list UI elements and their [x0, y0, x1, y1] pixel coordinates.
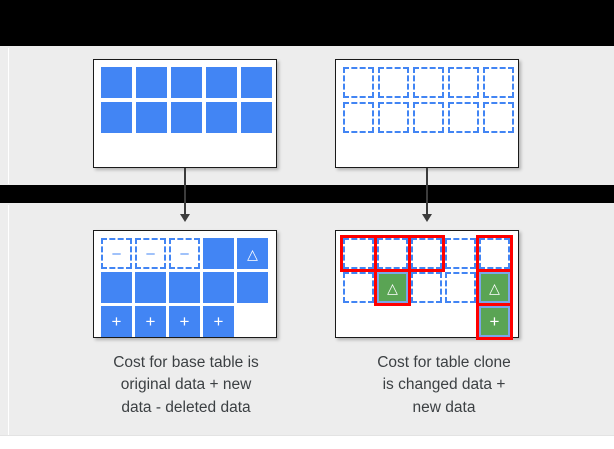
table-cell-solid — [171, 67, 202, 98]
left-divider-bottom — [8, 205, 9, 435]
table-cell-empty — [237, 306, 268, 337]
table-cell-solid — [241, 67, 272, 98]
table-cell-solid: + — [101, 306, 132, 337]
caption-line: Cost for table clone — [377, 354, 511, 371]
arrow-clone-table-shaft — [426, 168, 428, 216]
arrow-base-table-head — [180, 214, 190, 222]
arrow-base-table-shaft — [184, 168, 186, 216]
table-cell-dashed — [343, 67, 374, 98]
table-cell-dashed-changed — [340, 235, 377, 272]
table-cell-dashed — [413, 102, 444, 133]
table-cell-dashed — [411, 272, 442, 303]
table-cell-solid — [171, 102, 202, 133]
table-cell-solid — [101, 67, 132, 98]
table-cell-dashed: – — [169, 238, 200, 269]
table-cell-solid — [237, 272, 268, 303]
table-cell-dashed — [445, 272, 476, 303]
table-cell-empty — [343, 306, 374, 337]
table-cell-dashed-changed — [476, 235, 513, 272]
clone-table-after-grid: △ △ + — [340, 235, 513, 340]
caption-line: new data — [412, 398, 476, 416]
table-cell-green-changed: △ — [374, 269, 411, 306]
table-cell-solid: + — [203, 306, 234, 337]
table-cell-solid — [206, 102, 237, 133]
table-cell-dashed-changed — [408, 235, 445, 272]
clone-table-caption: Cost for table clone is changed data + new… — [330, 352, 558, 419]
table-cell-dashed: – — [135, 238, 166, 269]
caption-line: Cost for base table is — [113, 354, 259, 371]
caption-line: original data + new — [120, 376, 252, 394]
table-cell-dashed — [445, 238, 476, 269]
plus-icon: + — [111, 312, 122, 331]
arrow-clone-table-head — [422, 214, 432, 222]
table-cell-solid: + — [135, 306, 166, 337]
table-cell-solid — [136, 67, 167, 98]
table-cell-dashed — [378, 67, 409, 98]
base-table-caption: Cost for base table is original data + ne… — [72, 352, 300, 419]
delta-icon: △ — [489, 279, 500, 296]
clone-table-after: △ △ + — [335, 230, 519, 340]
delta-icon: △ — [247, 245, 258, 262]
table-cell-dashed — [483, 102, 514, 133]
table-cell-dashed — [343, 272, 374, 303]
plus-icon: + — [179, 312, 190, 331]
plus-icon: + — [213, 312, 224, 331]
table-cell-solid — [203, 272, 234, 303]
table-cell-dashed — [448, 102, 479, 133]
table-cell-solid — [203, 238, 234, 269]
base-table-after-grid: – – – △ + + + + — [101, 238, 268, 337]
middle-black-band — [0, 185, 614, 203]
clone-table-initial — [335, 59, 519, 168]
base-table-original — [93, 59, 277, 168]
bottom-hairline — [0, 435, 614, 436]
table-cell-empty — [445, 306, 476, 337]
minus-icon: – — [112, 245, 121, 262]
table-cell-solid — [135, 272, 166, 303]
table-cell-solid — [101, 102, 132, 133]
plus-icon: + — [145, 312, 156, 331]
base-table-original-grid — [101, 67, 272, 133]
table-cell-empty — [377, 306, 408, 337]
table-cell-dashed-changed — [374, 235, 411, 272]
table-cell-green-changed: △ — [476, 269, 513, 306]
table-cell-empty — [411, 306, 442, 337]
clone-table-initial-grid — [343, 67, 514, 133]
table-cell-dashed — [343, 102, 374, 133]
left-divider-top — [8, 48, 9, 184]
delta-icon: △ — [387, 279, 398, 296]
table-cell-solid — [206, 67, 237, 98]
table-cell-dashed — [378, 102, 409, 133]
table-cell-solid — [241, 102, 272, 133]
table-cell-dashed — [413, 67, 444, 98]
caption-line: data - deleted data — [121, 398, 251, 416]
table-cell-solid — [136, 102, 167, 133]
plus-icon: + — [489, 312, 500, 331]
table-cell-dashed — [483, 67, 514, 98]
minus-icon: – — [180, 245, 189, 262]
table-cell-dashed — [448, 67, 479, 98]
table-cell-green-changed: + — [476, 303, 513, 340]
table-cell-dashed: – — [101, 238, 132, 269]
minus-icon: – — [146, 245, 155, 262]
caption-line: is changed data + — [382, 376, 506, 394]
top-black-band — [0, 0, 614, 46]
table-cell-solid: △ — [237, 238, 268, 269]
base-table-after: – – – △ + + + + — [93, 230, 277, 338]
table-cell-solid: + — [169, 306, 200, 337]
table-cell-solid — [169, 272, 200, 303]
table-cell-solid — [101, 272, 132, 303]
